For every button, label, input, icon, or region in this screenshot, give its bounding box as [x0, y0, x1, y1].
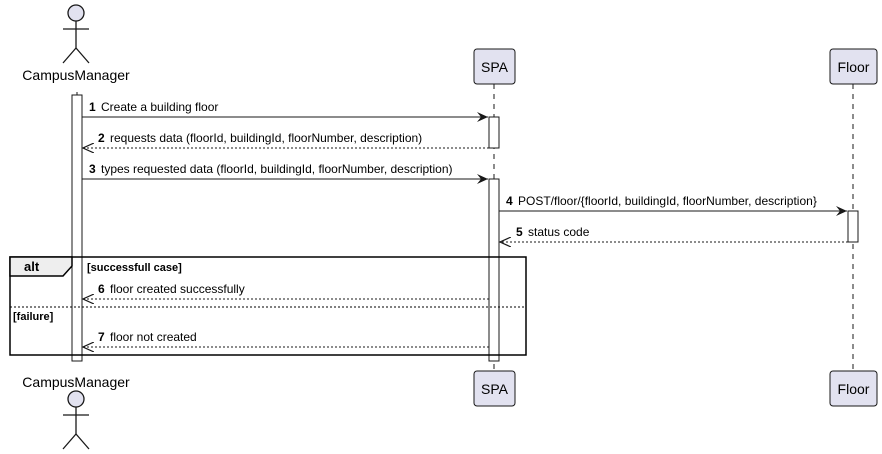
- message-3-text: types requested data (floorId, buildingI…: [101, 162, 453, 176]
- alt-fragment: alt [successfull case] [failure]: [9, 256, 527, 356]
- message-1-text: Create a building floor: [101, 100, 218, 114]
- participant-spa-bottom: SPA: [473, 370, 516, 407]
- message-5-text: status code: [528, 225, 590, 239]
- participant-spa-label-top: SPA: [481, 59, 509, 75]
- participant-spa-label-bottom: SPA: [481, 381, 509, 397]
- message-7-text: floor not created: [110, 330, 197, 344]
- message-1: 1 Create a building floor: [82, 100, 488, 122]
- actor-name-bottom: CampusManager: [22, 374, 130, 390]
- message-2: 2 requests data (floorId, buildingId, fl…: [83, 131, 489, 148]
- message-5: 5 status code: [500, 225, 848, 242]
- alt-operator-label: alt: [24, 259, 40, 274]
- actor-head-icon: [67, 390, 85, 408]
- alt-guard-failure: [failure]: [13, 311, 54, 323]
- floor-activation: [847, 210, 859, 243]
- message-7-number: 7: [98, 330, 105, 344]
- message-2-text: requests data (floorId, buildingId, floo…: [110, 131, 422, 145]
- actor-campusmanager-top: CampusManager: [22, 4, 130, 83]
- message-5-number: 5: [516, 225, 523, 239]
- campusmanager-activation: [71, 94, 83, 362]
- participant-spa-top: SPA: [473, 48, 516, 85]
- spa-activation-2: [488, 178, 500, 362]
- actor-name-top: CampusManager: [22, 67, 130, 83]
- spa-activation-1: [488, 116, 500, 149]
- message-4: 4 POST/floor/{floorId, buildingId, floor…: [499, 194, 847, 216]
- message-3-number: 3: [89, 162, 96, 176]
- message-4-number: 4: [506, 194, 513, 208]
- message-7: 7 floor not created: [83, 330, 489, 347]
- message-1-number: 1: [89, 100, 96, 114]
- message-6: 6 floor created successfully: [83, 282, 489, 299]
- actor-head-icon: [67, 4, 85, 22]
- participant-floor-label-bottom: Floor: [838, 381, 870, 397]
- actor-campusmanager-bottom: CampusManager: [22, 374, 130, 450]
- alt-guard-success: [successfull case]: [87, 262, 182, 274]
- message-4-text: POST/floor/{floorId, buildingId, floorNu…: [518, 194, 817, 208]
- message-3: 3 types requested data (floorId, buildin…: [82, 162, 488, 184]
- participant-floor-top: Floor: [829, 48, 878, 85]
- message-2-number: 2: [98, 131, 105, 145]
- participant-floor-label-top: Floor: [838, 59, 870, 75]
- message-6-text: floor created successfully: [110, 282, 245, 296]
- participant-floor-bottom: Floor: [829, 370, 878, 407]
- message-6-number: 6: [98, 282, 105, 296]
